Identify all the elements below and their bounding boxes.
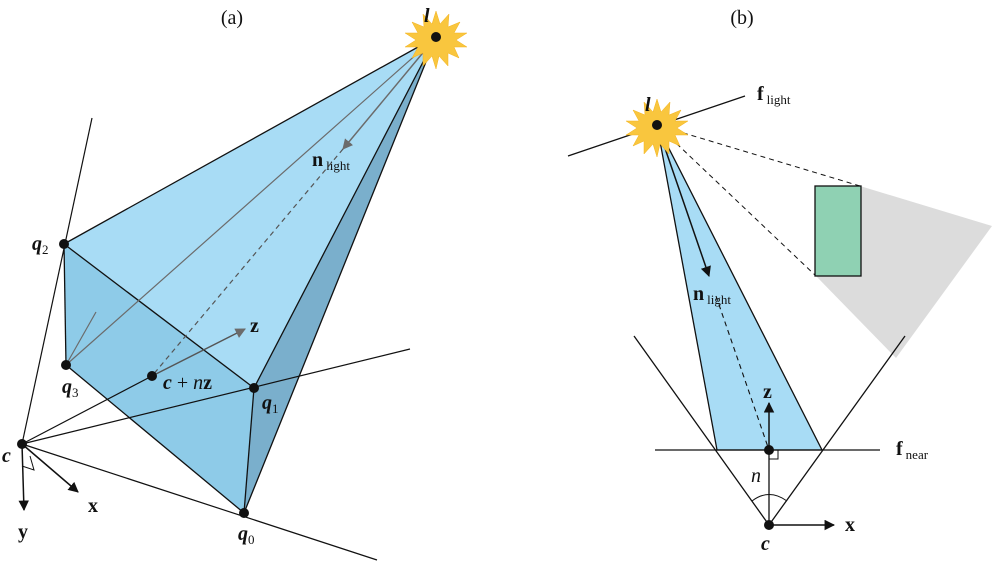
frustum-front-face (64, 244, 254, 513)
q1-point (249, 383, 259, 393)
label-n-b: n (751, 465, 761, 487)
panel-a: (a) (2, 5, 468, 561)
label-q3: q3 (62, 376, 79, 400)
q3-point (61, 360, 71, 370)
camera-rays (21, 117, 411, 561)
label-c-plus-nz: c+nz (163, 372, 212, 394)
frustum-edges (63, 36, 437, 514)
camera-view-lines (633, 335, 906, 526)
panel-a-caption: (a) (221, 7, 243, 29)
n-light-arrow-a (342, 36, 437, 150)
label-c-b: c (761, 533, 770, 555)
light-source-a (404, 10, 468, 70)
panel-b: (b) (567, 7, 992, 555)
label-q1: q1 (262, 392, 279, 416)
c-point-a (17, 439, 27, 449)
q0-point (239, 508, 249, 518)
light-point-b (652, 120, 662, 130)
label-q2: q2 (32, 233, 49, 257)
light-point-a (431, 32, 441, 42)
light-axis-dashed-a (151, 148, 344, 377)
label-l-b: l (645, 94, 651, 116)
light-axis-dashed-b (715, 295, 770, 451)
fov-arc (751, 494, 788, 502)
y-axis-arrow-a (18, 443, 29, 512)
frustum-top-face (64, 37, 436, 388)
occluder-rays (656, 124, 861, 277)
label-z-a: z (250, 315, 259, 337)
occluder-box (814, 185, 862, 277)
panel-b-caption: (b) (730, 7, 753, 29)
x-axis-arrow-a (21, 443, 79, 493)
q2-point (59, 239, 69, 249)
label-x-b: x (845, 514, 855, 536)
label-x-a: x (88, 495, 98, 517)
vertex-points-a (17, 239, 259, 518)
c-point-b (764, 520, 774, 530)
right-angle-marker-b (769, 450, 779, 460)
label-z-b: z (763, 381, 772, 403)
right-angle-marker-a (21, 455, 35, 471)
hidden-edges (65, 36, 437, 366)
label-c-a: c (2, 445, 11, 467)
cnz-point (147, 371, 157, 381)
z-axis-arrow-a (151, 328, 246, 377)
label-q0: q0 (238, 523, 255, 547)
near-center-point (764, 445, 774, 455)
light-frustum-b (656, 124, 824, 451)
label-y-a: y (18, 521, 28, 543)
label-l-a: l (424, 5, 430, 27)
